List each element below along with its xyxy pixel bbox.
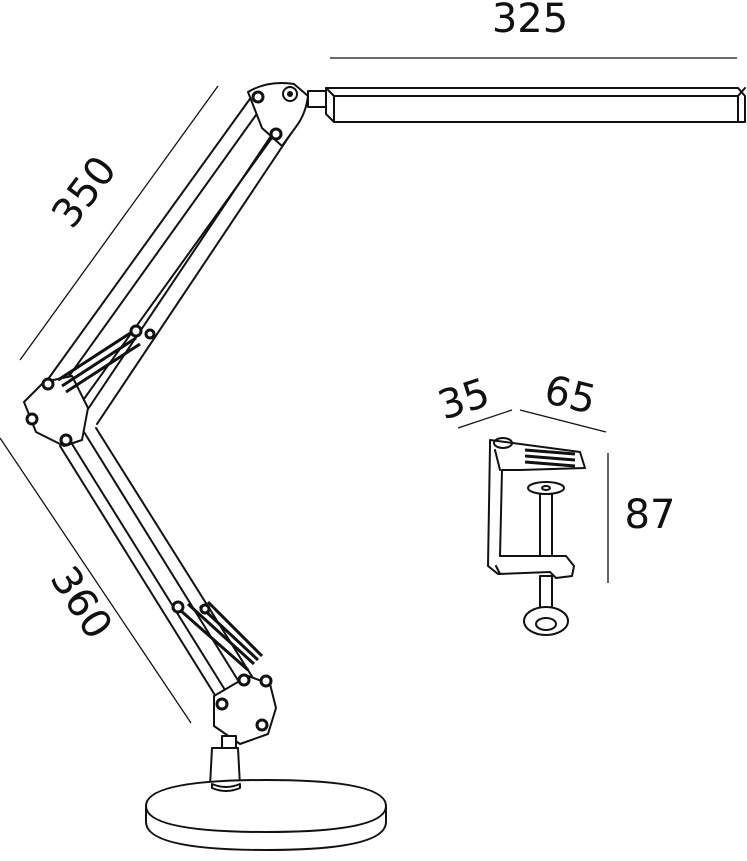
upper-spring: [57, 324, 156, 394]
lower-arm: [59, 427, 259, 701]
lamp-base: [145, 747, 387, 851]
clamp-35-dimension-line: [457, 409, 513, 429]
upper-arm: [45, 82, 309, 425]
clamp-width-b-label: 65: [540, 367, 601, 424]
upper-arm-dimension-line: [19, 85, 219, 361]
lower-arm-dimension-line: [0, 437, 192, 724]
upper-arm-label: 350: [43, 148, 126, 237]
lower-arm-label: 360: [41, 558, 121, 647]
dimension-lines: [0, 57, 737, 724]
head-length-label: 325: [492, 0, 568, 42]
clamp-width-a-label: 35: [433, 370, 496, 429]
clamp-height-label: 87: [625, 492, 676, 538]
lamp-head: [307, 87, 746, 123]
elbow-joint: [23, 375, 89, 447]
base-joint: [213, 673, 277, 749]
table-clamp: [487, 437, 586, 636]
clamp-65-dimension-line: [519, 409, 607, 433]
lower-spring: [171, 600, 264, 672]
